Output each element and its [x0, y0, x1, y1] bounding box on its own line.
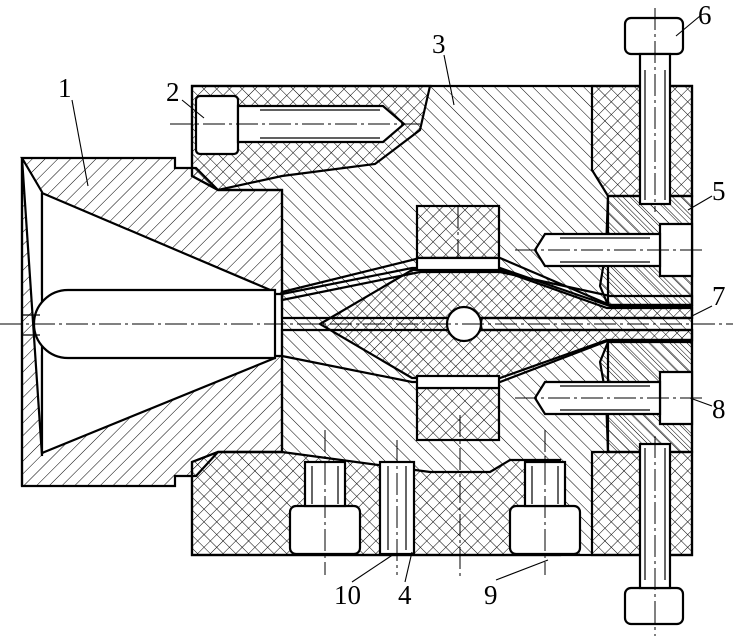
callout-3: 3 [432, 29, 446, 59]
callout-labels: 1 2 3 6 5 7 8 9 4 10 [58, 0, 726, 610]
callout-9: 9 [484, 580, 498, 610]
callout-2: 2 [166, 77, 180, 107]
part-1-adapter [20, 156, 284, 488]
callout-5: 5 [712, 176, 726, 206]
spider-blocks [415, 204, 501, 442]
callout-1: 1 [58, 73, 72, 103]
center-lines [0, 8, 733, 636]
callout-6: 6 [698, 0, 712, 30]
callout-4: 4 [398, 580, 412, 610]
leader-lines [71, 15, 713, 583]
callout-8: 8 [712, 394, 726, 424]
screws-5-8 [533, 222, 694, 426]
callout-10: 10 [334, 580, 361, 610]
callout-7: 7 [712, 281, 726, 311]
